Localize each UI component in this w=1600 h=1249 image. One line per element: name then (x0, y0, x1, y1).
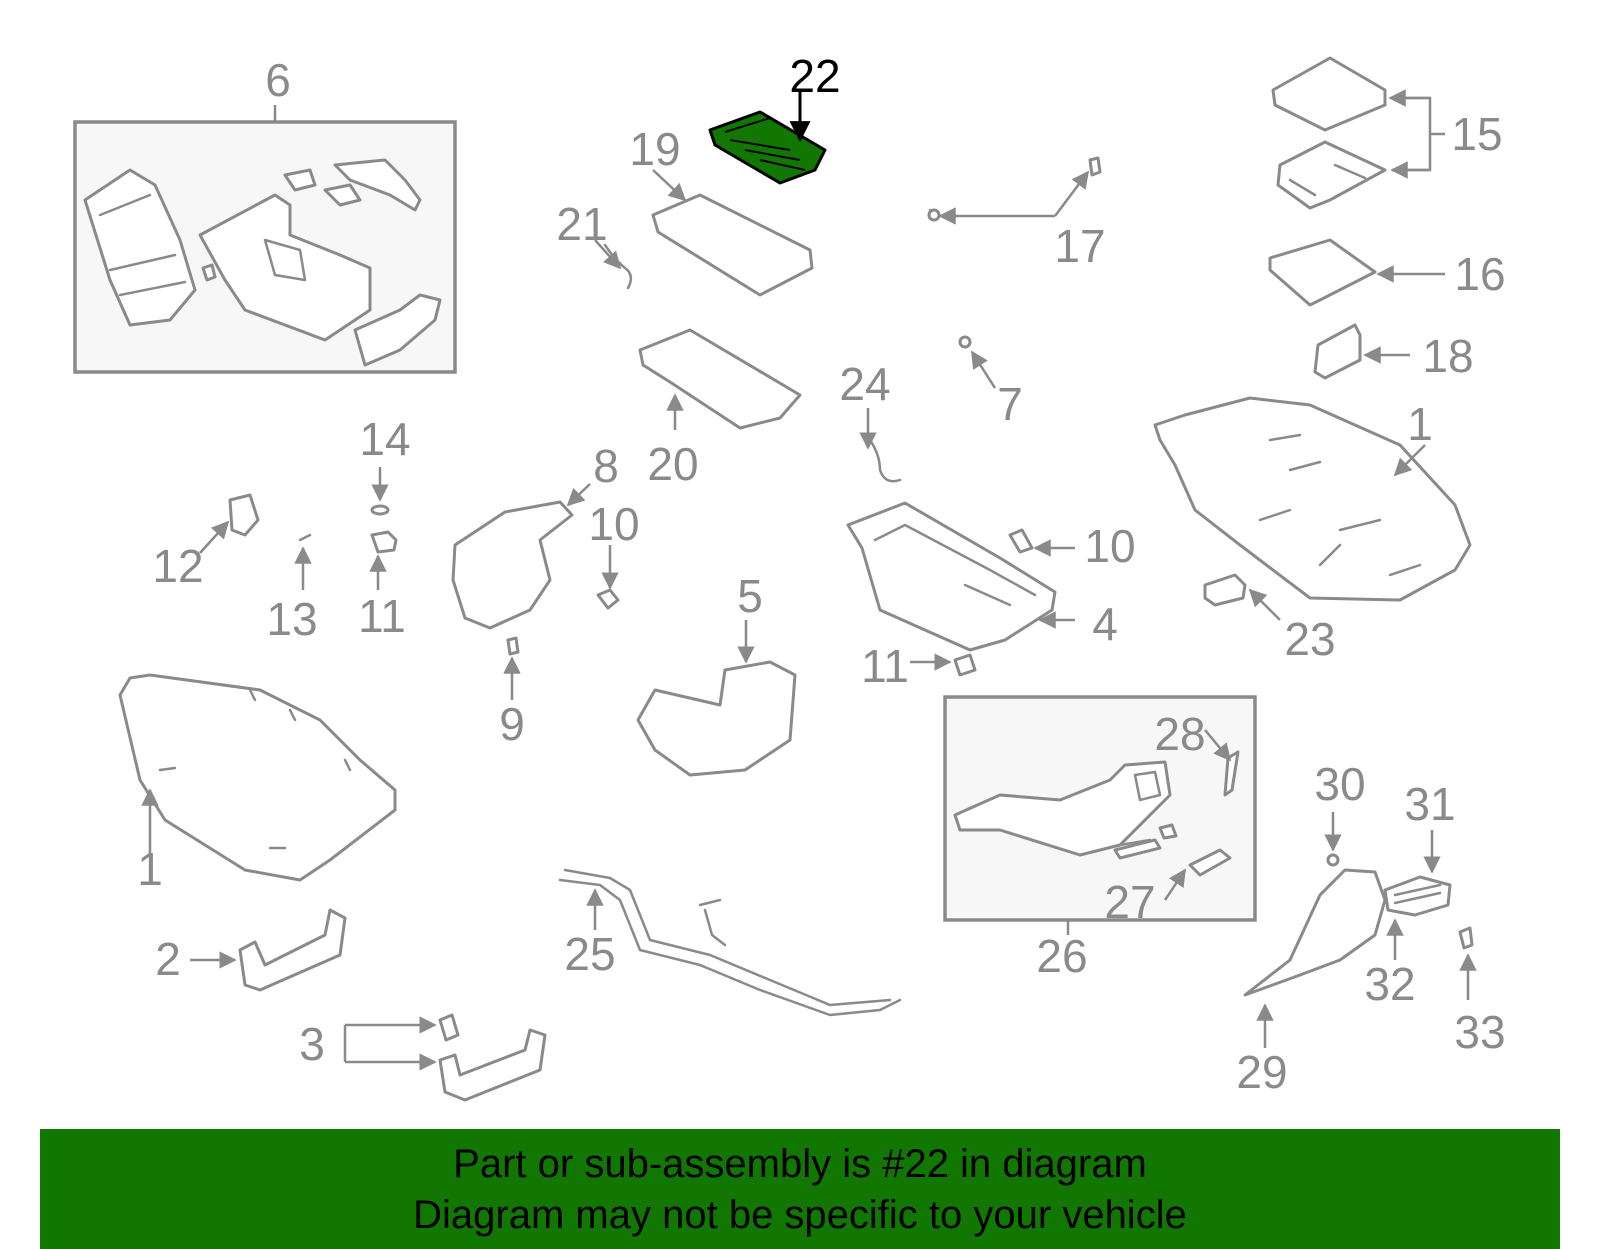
callout-1-right[interactable]: 1 (1407, 398, 1433, 450)
part-7 (958, 335, 972, 349)
part-10-right (1008, 528, 1034, 554)
callout-5[interactable]: 5 (737, 570, 763, 622)
callout-2[interactable]: 2 (155, 933, 181, 985)
callout-6[interactable]: 6 (265, 54, 291, 106)
part-2 (238, 908, 347, 992)
part-17 (927, 156, 1102, 225)
banner-line-part: Part or sub-assembly is #22 in diagram (453, 1142, 1147, 1186)
callout-13[interactable]: 13 (266, 593, 317, 645)
part-16 (1268, 238, 1377, 307)
callout-26[interactable]: 26 (1036, 930, 1087, 982)
callout-27[interactable]: 27 (1104, 876, 1155, 928)
callout-12[interactable]: 12 (152, 540, 203, 592)
callout-29[interactable]: 29 (1236, 1046, 1287, 1098)
callout-3[interactable]: 3 (299, 1018, 325, 1070)
part-24 (868, 438, 902, 483)
callout-21[interactable]: 21 (556, 198, 607, 250)
callout-25[interactable]: 25 (564, 928, 615, 980)
callout-14[interactable]: 14 (359, 413, 410, 465)
callout-33[interactable]: 33 (1454, 1006, 1505, 1058)
part-15 (1271, 56, 1445, 210)
callout-10-right[interactable]: 10 (1084, 520, 1135, 572)
callout-17[interactable]: 17 (1054, 220, 1105, 272)
banner-line-disclaimer: Diagram may not be specific to your vehi… (413, 1193, 1187, 1237)
callout-11-middle[interactable]: 11 (861, 640, 909, 692)
part-3 (343, 1013, 547, 1102)
callout-7[interactable]: 7 (997, 378, 1023, 430)
part-33 (1458, 926, 1474, 950)
part-1-right (1153, 396, 1472, 602)
part-1-left (118, 673, 397, 882)
part-25 (558, 868, 902, 1017)
callout-24[interactable]: 24 (839, 358, 890, 410)
callout-23[interactable]: 23 (1284, 613, 1335, 665)
callout-19[interactable]: 19 (629, 123, 680, 175)
assembly-26-parts (953, 729, 1240, 901)
part-23 (1203, 573, 1247, 607)
part-20 (638, 328, 802, 430)
callout-31[interactable]: 31 (1404, 778, 1455, 830)
part-5 (636, 660, 797, 777)
callout-30[interactable]: 30 (1314, 758, 1365, 810)
part-4 (846, 501, 1075, 652)
part-30 (1326, 853, 1340, 867)
callout-20[interactable]: 20 (647, 438, 698, 490)
callout-16[interactable]: 16 (1454, 248, 1505, 300)
part-31-vent (1383, 830, 1452, 960)
callout-10-middle[interactable]: 10 (588, 498, 639, 550)
callout-1-left[interactable]: 1 (137, 843, 163, 895)
callout-15[interactable]: 15 (1451, 108, 1502, 160)
small-parts-left (199, 467, 398, 590)
callout-9[interactable]: 9 (499, 698, 525, 750)
callout-18[interactable]: 18 (1422, 330, 1473, 382)
assembly-6-parts (83, 158, 442, 367)
part-9 (506, 636, 520, 656)
part-10-middle (596, 588, 620, 610)
info-banner: Part or sub-assembly is #22 in diagram D… (40, 1129, 1560, 1249)
part-19 (651, 193, 814, 297)
callout-4[interactable]: 4 (1092, 598, 1118, 650)
callout-22[interactable]: 22 (789, 50, 840, 102)
callout-8[interactable]: 8 (593, 440, 619, 492)
part-8 (451, 500, 574, 630)
callout-28[interactable]: 28 (1154, 708, 1205, 760)
callout-11-left[interactable]: 11 (358, 590, 406, 642)
part-29 (1243, 868, 1387, 997)
part-11-middle (953, 653, 977, 677)
part-18 (1313, 323, 1362, 380)
part-22-highlighted[interactable] (708, 110, 827, 185)
callout-32[interactable]: 32 (1364, 958, 1415, 1010)
